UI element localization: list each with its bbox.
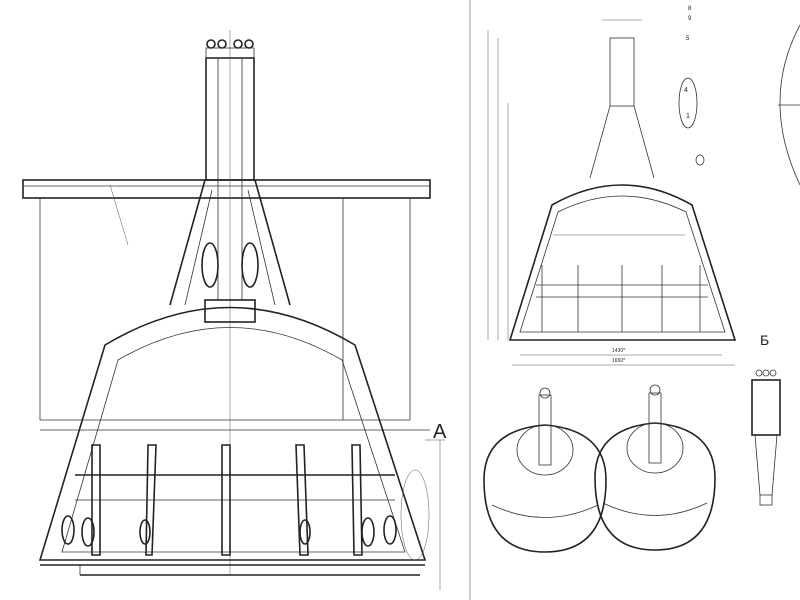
section-label-a: A (433, 421, 447, 443)
top-beam (22, 179, 431, 199)
callout-1: 1 (686, 113, 690, 120)
plan-view-right (594, 384, 716, 551)
hopper-body (38, 306, 427, 561)
ribs (75, 444, 395, 556)
detail-b: Б (751, 332, 781, 506)
dimensioned-view-drawing: 4 1 8 9 5 1430* 1650* (487, 6, 800, 366)
callout-5: 5 (686, 36, 690, 42)
tower-struts (169, 179, 291, 306)
lifting-lugs (205, 39, 255, 59)
dimension-1430: 1430* (612, 348, 625, 354)
callout-4: 4 (684, 87, 688, 94)
detail-label-b: Б (760, 332, 769, 348)
callout-8: 8 (688, 6, 692, 12)
front-view-drawing: A (22, 30, 447, 590)
callout-9: 9 (688, 16, 692, 22)
plan-view-left (483, 387, 607, 553)
dimension-1650: 1650* (612, 358, 625, 364)
holes (61, 515, 397, 547)
